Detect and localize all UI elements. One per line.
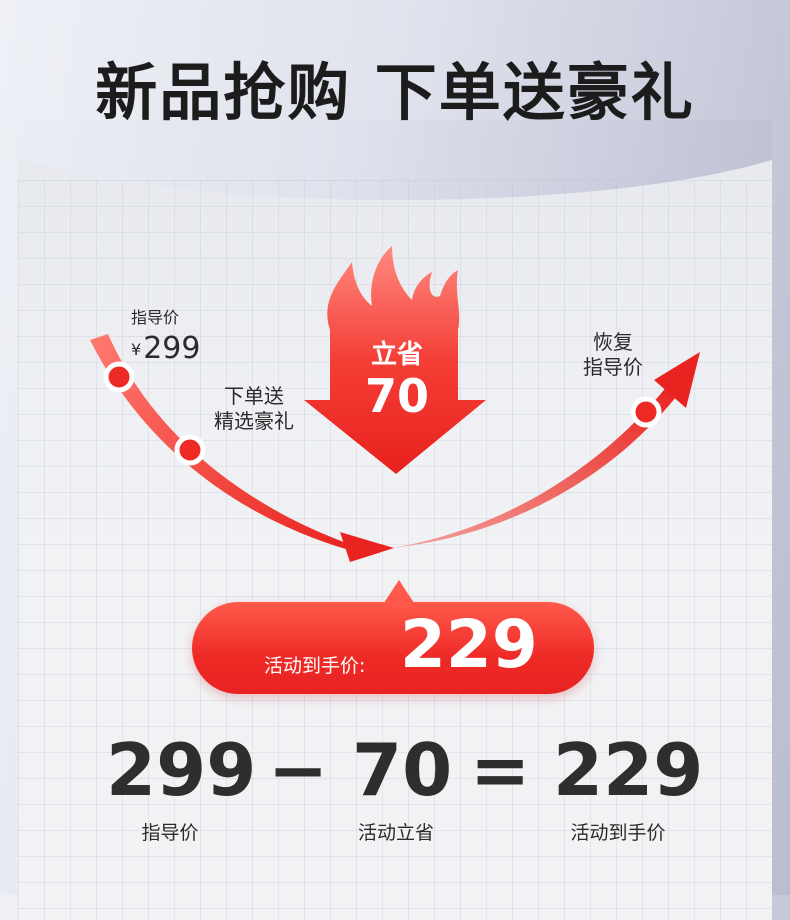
headline: 新品抢购 下单送豪礼 [95,56,695,129]
descending-arrow-head [340,532,394,562]
marker-restore [630,396,662,428]
descending-arrow [90,334,352,550]
restore-label: 恢复 指导价 [575,330,651,380]
price-pill-pointer [382,580,416,606]
save-badge: 立省 70 [347,340,447,422]
equation-minus: − [268,728,329,812]
equation-final-price-label: 活动到手价 [570,822,666,844]
marker-guide-price [103,361,135,393]
activity-price-value: 229 [400,606,538,683]
equation-guide-price: 299 [106,728,257,812]
save-label: 立省 [370,340,423,370]
price-arrows-graphic [90,246,700,562]
equation-savings: 70 [352,728,453,812]
marker-gift [174,434,206,466]
gift-label: 下单送 精选豪礼 [204,384,304,434]
guide-price-label: 指导价 [131,308,180,327]
restore-label-line2: 指导价 [583,355,643,379]
equation-final-price: 229 [553,728,704,812]
content-card [18,120,772,920]
save-amount: 70 [364,369,429,424]
activity-price-pill [192,602,594,694]
guide-price-value: ¥299 [131,330,200,368]
ascending-arrow-head [654,352,700,408]
gift-label-line2: 精选豪礼 [214,409,294,433]
restore-label-line1: 恢复 [593,330,633,354]
equation-equals: = [470,728,531,812]
flame-arrow-icon [304,246,486,474]
currency-symbol: ¥ [131,339,142,359]
guide-price-number: 299 [143,331,201,366]
activity-price-label: 活动到手价: [264,655,366,677]
gift-label-line1: 下单送 [224,384,284,408]
equation-savings-label: 活动立省 [357,822,434,844]
equation-guide-price-label: 指导价 [141,822,199,844]
